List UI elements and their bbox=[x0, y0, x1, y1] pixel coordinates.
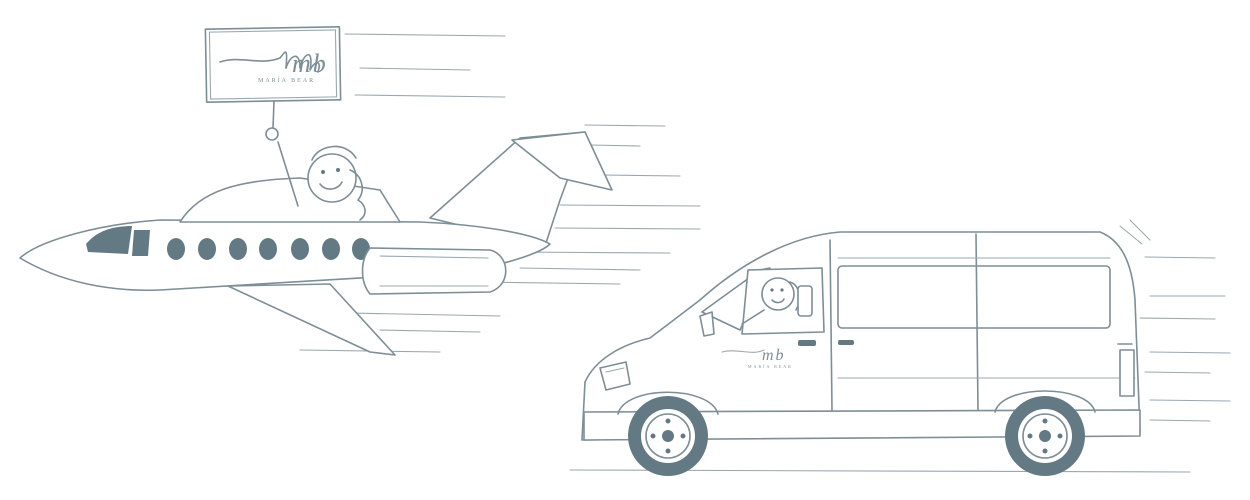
banner-hand bbox=[265, 127, 279, 141]
jet-cockpit-window-2 bbox=[132, 230, 150, 256]
driver-head bbox=[761, 277, 795, 311]
banner-logo-mark: mb bbox=[292, 49, 328, 78]
jet-pilot bbox=[277, 141, 366, 221]
logo-banner: mb MARÍA BEAR bbox=[204, 26, 342, 141]
van-lower-trim bbox=[583, 409, 1141, 441]
pilot-head bbox=[307, 153, 357, 203]
jet-cockpit-window bbox=[86, 226, 132, 254]
van-driver bbox=[741, 277, 813, 325]
delivery-van: mb MARÍA BEAR bbox=[569, 219, 1231, 476]
jet-wing bbox=[227, 283, 396, 356]
jet-passenger-windows bbox=[167, 238, 370, 260]
private-jet: mb MARÍA BEAR bbox=[19, 26, 701, 356]
jet-engine bbox=[361, 247, 507, 295]
van-logo: mb MARÍA BEAR bbox=[721, 347, 793, 369]
van-cargo-window bbox=[837, 265, 1111, 329]
van-headlight bbox=[599, 361, 631, 391]
van-side-mirror bbox=[699, 311, 715, 337]
banner-logo-name: MARÍA BEAR bbox=[258, 76, 315, 84]
van-logo-mark: mb bbox=[762, 347, 786, 364]
van-logo-name: MARÍA BEAR bbox=[748, 364, 793, 369]
van-door-handle bbox=[798, 340, 816, 346]
van-speed-lines bbox=[1119, 219, 1231, 422]
van-rear-wheel bbox=[1005, 396, 1085, 476]
jet-canopy bbox=[179, 177, 401, 223]
van-front-wheel bbox=[628, 396, 708, 476]
jet-tail-stabilizer bbox=[511, 131, 613, 191]
